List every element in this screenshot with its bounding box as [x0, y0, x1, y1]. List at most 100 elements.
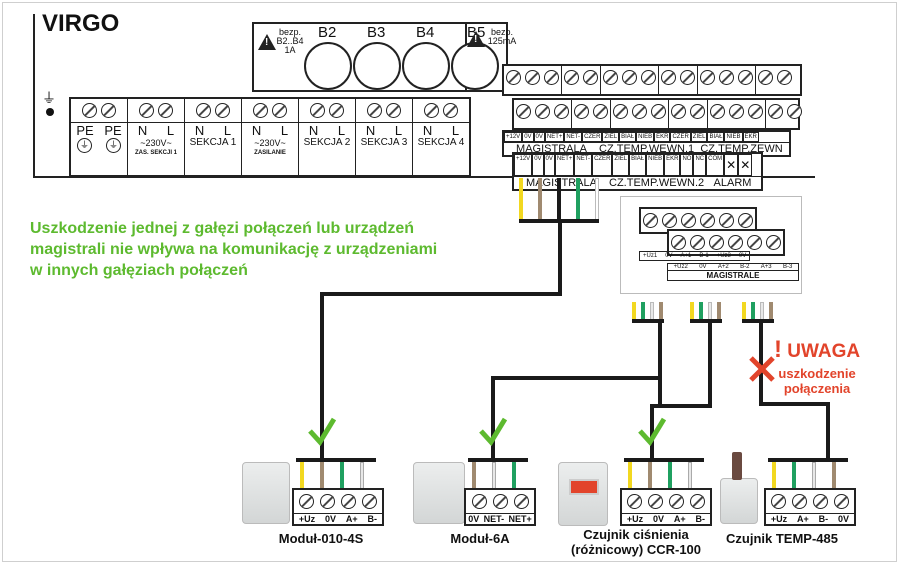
device-wire	[648, 462, 652, 488]
terminal-screw	[272, 103, 287, 118]
hub-pin-label: A+3	[760, 264, 772, 270]
terminal-caption: ~230V~	[140, 138, 172, 148]
wire-stub	[699, 302, 703, 320]
terminal-screw	[583, 70, 598, 85]
screw-row	[622, 490, 710, 513]
device-wire	[792, 462, 796, 488]
branch-3-junction	[690, 319, 722, 323]
fuse-label-b4: B4	[416, 24, 435, 41]
hub-pin-label: 0V	[738, 253, 747, 259]
terminal-screw	[738, 70, 753, 85]
screw-row	[504, 66, 561, 89]
pin-label: ZIEL	[602, 132, 620, 142]
terminal-screw	[362, 494, 377, 509]
terminal-screw	[424, 103, 439, 118]
pin-label: NIEB	[646, 154, 665, 176]
pin-label: 0V	[838, 514, 850, 524]
warning-line2: połączenia	[783, 381, 851, 396]
pin-label: +Uz	[626, 514, 644, 524]
pin-label: NIEB	[636, 132, 655, 142]
pin-label: NET-	[574, 154, 593, 176]
pin-label: N	[137, 123, 148, 138]
signal-terminal-group	[562, 66, 601, 94]
terminal-caption: ~230V~	[254, 138, 286, 148]
device-wire	[812, 462, 816, 490]
terminal-screw	[613, 104, 628, 119]
wire-stub	[769, 302, 773, 320]
terminal-screw	[367, 103, 382, 118]
terminal-screw	[680, 70, 695, 85]
sensor-probe	[732, 452, 742, 480]
hub-pin-label: 0V	[665, 253, 673, 259]
terminal-screw	[574, 104, 589, 119]
wire-brown	[538, 178, 542, 220]
bus-trunk	[558, 219, 562, 295]
wire-stub	[717, 302, 721, 320]
fail-cross-icon	[749, 356, 775, 382]
branch-4-h	[759, 402, 829, 406]
pin-label: +Uz	[770, 514, 788, 524]
terminal-screw	[661, 70, 676, 85]
terminal-caption: SEKCJA 1	[189, 137, 237, 148]
screw-row	[572, 100, 610, 123]
hub-pin-label: A+2	[717, 264, 729, 270]
branch-2-trunk	[658, 322, 662, 406]
pin-label: +12V	[504, 132, 523, 142]
screw-row	[756, 66, 794, 89]
terminal-screw	[787, 104, 802, 119]
device-wire	[688, 462, 692, 490]
screw-row	[766, 490, 854, 513]
signal-terminal-group	[601, 66, 659, 94]
device-wire	[472, 462, 476, 488]
screw-row	[611, 100, 668, 123]
screw-row	[514, 100, 571, 123]
device-wire	[512, 462, 516, 488]
terminal-screw	[648, 494, 663, 509]
screw-row	[708, 100, 765, 123]
pin-label: EKR	[742, 132, 759, 142]
warning-icon	[258, 34, 276, 50]
terminal-screw	[320, 494, 335, 509]
terminal-screw	[700, 70, 715, 85]
terminal-screw	[443, 103, 458, 118]
terminal-screw	[834, 494, 849, 509]
pin-label: N	[365, 123, 376, 138]
device-wire	[628, 462, 632, 488]
branch-2-h	[491, 376, 662, 380]
terminal-caption: SEKCJA 2	[303, 137, 351, 148]
branch-3-h	[650, 404, 712, 408]
terminal-screw	[758, 70, 773, 85]
ok-check-icon	[308, 417, 336, 446]
screw-row	[422, 99, 460, 122]
branch-3-trunk	[708, 322, 712, 406]
terminal-screw	[299, 494, 314, 509]
terminal-screw	[690, 104, 705, 119]
pin-label: 0V	[468, 514, 480, 524]
pin-label: B-	[818, 514, 829, 524]
signal-terminal-group	[698, 66, 756, 94]
wire-stub	[632, 302, 636, 320]
signal-terminal-group	[572, 100, 611, 128]
terminal-screw	[729, 104, 744, 119]
pin-label: COM	[706, 154, 725, 176]
signal-terminal-group	[708, 100, 766, 128]
terminal-screw	[516, 104, 531, 119]
pin-label: 0V	[325, 514, 337, 524]
pin-label: BIAŁ	[707, 132, 725, 142]
hub-pin-label: +Uz3	[716, 253, 731, 259]
terminal-screw	[525, 70, 540, 85]
device-wire	[320, 462, 324, 488]
signal-terminal-group	[756, 66, 794, 94]
device-wire	[360, 462, 364, 490]
terminal-screw	[603, 70, 618, 85]
